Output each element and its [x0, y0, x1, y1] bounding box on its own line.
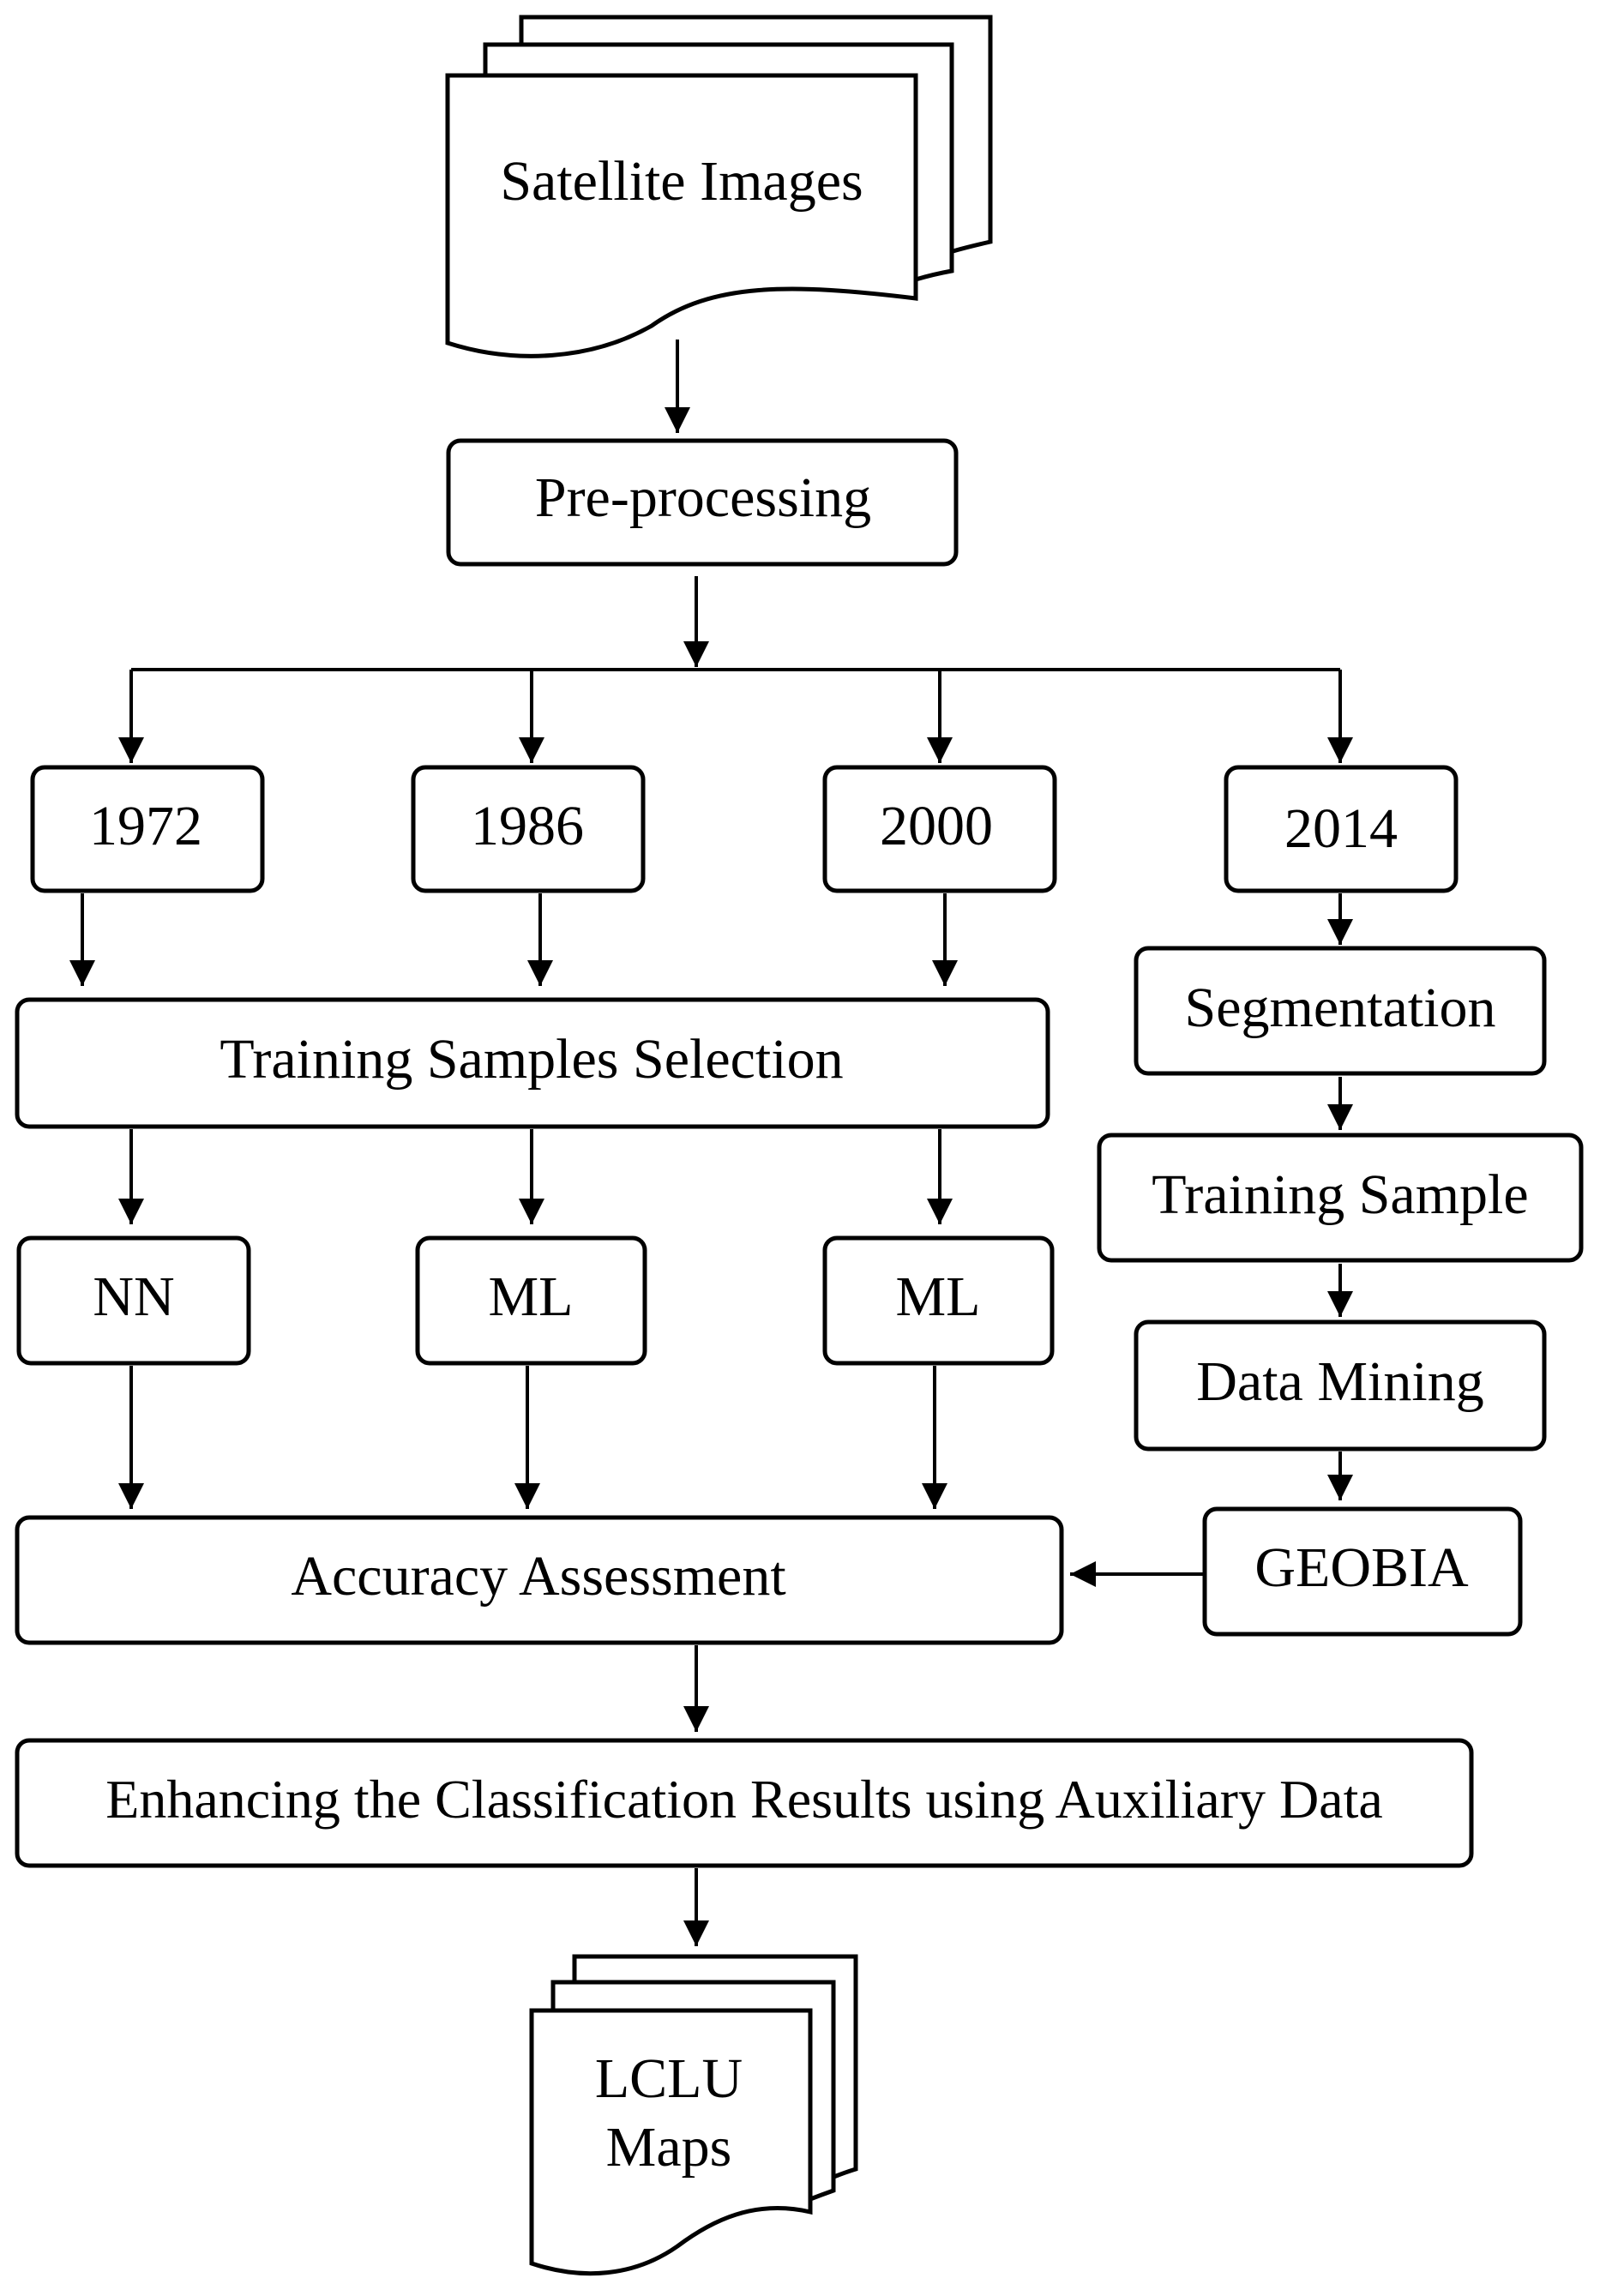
year-label-2014: 2014 — [1284, 797, 1398, 860]
training-sample-label: Training Sample — [1152, 1163, 1528, 1226]
method-label-ml-2: ML — [896, 1265, 981, 1328]
satellite-images-node — [445, 15, 993, 358]
method-box-ml-2 — [822, 1235, 1055, 1366]
preprocessing-label: Pre-processing — [535, 466, 871, 529]
enhancing-label: Enhancing the Classification Results usi… — [105, 1769, 1383, 1830]
lclu-maps-label-line2: Maps — [606, 2116, 732, 2179]
year-box-2014 — [1224, 765, 1459, 893]
data-mining-box — [1134, 1319, 1547, 1452]
lclu-maps-node — [529, 1954, 858, 2276]
lclu-maps-label-line1: LCLU — [595, 2047, 743, 2110]
year-label-1972: 1972 — [89, 795, 202, 857]
data-mining-label: Data Mining — [1196, 1350, 1483, 1413]
satellite-images-label: Satellite Images — [500, 150, 863, 213]
method-label-ml-1: ML — [489, 1265, 574, 1328]
method-label-nn: NN — [93, 1265, 174, 1328]
preprocessing-box — [446, 438, 959, 567]
geobia-label: GEOBIA — [1254, 1536, 1469, 1599]
enhancing-box — [15, 1738, 1474, 1868]
accuracy-assessment-label: Accuracy Assessment — [291, 1545, 785, 1608]
lclu-doc-front — [529, 2008, 813, 2276]
training-sample-box — [1097, 1133, 1584, 1263]
year-box-1986 — [411, 765, 646, 893]
method-box-ml-1 — [415, 1235, 647, 1366]
year-box-2000 — [822, 765, 1057, 893]
geobia-box — [1202, 1506, 1523, 1637]
training-samples-selection-label: Training Samples Selection — [220, 1028, 843, 1091]
accuracy-assessment-box — [15, 1515, 1064, 1645]
year-box-1972 — [30, 765, 265, 893]
segmentation-box — [1134, 946, 1547, 1076]
training-samples-selection-box — [15, 997, 1050, 1129]
year-label-2000: 2000 — [880, 795, 993, 857]
satellite-doc-front — [445, 73, 918, 358]
year-label-1986: 1986 — [471, 795, 584, 857]
segmentation-label: Segmentation — [1185, 977, 1496, 1039]
method-box-nn — [16, 1235, 251, 1366]
